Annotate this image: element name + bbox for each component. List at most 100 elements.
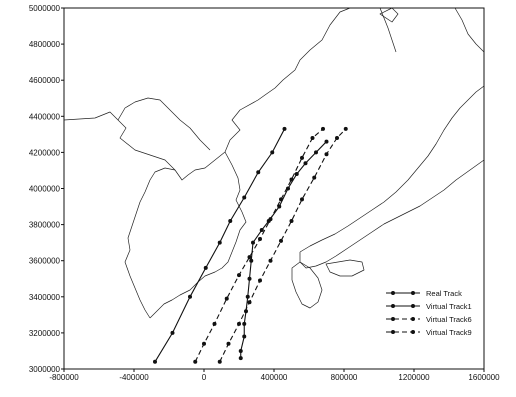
y-tick-label: 5000000 (29, 4, 61, 13)
virtual-track6-point (202, 341, 206, 346)
map-coastlines (63, 7, 485, 319)
plot-frame (63, 7, 485, 370)
virtual-track9-point (258, 278, 262, 283)
coast-peninsula (149, 151, 247, 319)
y-tick-label: 3800000 (29, 221, 61, 230)
virtual-track6-point (258, 237, 262, 242)
coast-hokkaido (454, 7, 485, 53)
virtual-track1-point (188, 294, 192, 299)
x-tick-label: -800000 (49, 373, 79, 382)
y-tick-label: 3400000 (29, 293, 61, 302)
virtual-track9-point (343, 126, 348, 131)
virtual-track9-point (247, 300, 252, 305)
coast-honshu-south (299, 159, 485, 269)
legend-virtual-track6-label: Virtual Track6 (426, 315, 472, 324)
virtual-track1-point (153, 359, 157, 364)
virtual-track6-point (321, 126, 325, 131)
coast-shikoku (325, 259, 365, 277)
virtual-track6-point (212, 321, 217, 326)
legend-real-track-marker (391, 291, 395, 295)
virtual-track1-line (154, 128, 285, 363)
y-tick-label: 3200000 (29, 329, 61, 338)
virtual-track9-point (217, 359, 222, 364)
legend-virtual-track9-marker (411, 330, 415, 334)
legend-real-track-marker (411, 291, 415, 295)
virtual-track9-point (237, 321, 241, 326)
virtual-track6-point (310, 135, 315, 140)
virtual-track9-point (226, 341, 231, 346)
virtual-track6-point (237, 273, 241, 278)
real-track-point (294, 172, 299, 177)
legend-virtual-track6-marker (411, 317, 415, 321)
virtual-track9-point (335, 135, 339, 140)
y-tick-label: 4600000 (29, 76, 61, 85)
virtual-track1-point (256, 170, 261, 175)
virtual-track6-point (268, 217, 273, 222)
virtual-track1-point (270, 150, 275, 155)
real-track-point (286, 186, 290, 191)
x-tick-label: 0 (202, 373, 207, 382)
legend-virtual-track1-label: Virtual Track1 (426, 302, 472, 311)
y-tick-label: 3000000 (29, 365, 61, 374)
axis-ticks: -800000 -400000 0 400000 800000 1200000 160000… (29, 4, 500, 382)
real-track-point (238, 348, 243, 353)
virtual-track6-point (193, 359, 198, 364)
virtual-track1-point (282, 126, 287, 131)
virtual-track1-point (242, 195, 247, 200)
coast-mainland (63, 7, 351, 181)
virtual-track1-point (170, 330, 175, 335)
virtual-track9-point (268, 258, 273, 263)
real-track-line (240, 141, 327, 359)
x-tick-label: -400000 (119, 373, 149, 382)
real-track-point (247, 276, 252, 281)
tracks (153, 126, 348, 364)
legend-virtual-track9-marker (391, 330, 395, 334)
real-track-point (245, 294, 250, 299)
y-tick-label: 4400000 (29, 112, 61, 121)
real-track-point (303, 161, 308, 166)
x-tick-label: 1600000 (468, 373, 500, 382)
legend-virtual-track1-marker (391, 304, 395, 308)
y-tick-label: 4800000 (29, 40, 61, 49)
virtual-track6-point (279, 197, 283, 202)
real-track-point (242, 321, 247, 326)
virtual-track6-point (289, 177, 294, 182)
plot-area-border (63, 7, 485, 370)
x-tick-label: 800000 (331, 373, 358, 382)
virtual-track1-point (217, 240, 222, 245)
x-tick-label: 400000 (261, 373, 288, 382)
virtual-track9-point (312, 175, 317, 180)
virtual-track6-point (300, 155, 304, 160)
coast-honshu (299, 85, 485, 253)
virtual-track6-point (224, 296, 229, 301)
real-track-point (249, 258, 254, 263)
real-track-point (238, 356, 243, 361)
legend-virtual-track1-marker (411, 304, 415, 308)
legend-virtual-track9-label: Virtual Track9 (426, 328, 472, 337)
y-tick-label: 4200000 (29, 148, 61, 157)
real-track-point (324, 139, 329, 144)
y-tick-label: 4000000 (29, 185, 61, 194)
virtual-track9-point (289, 218, 294, 223)
coast-peninsula-south (124, 167, 176, 319)
legend-virtual-track6-marker (391, 317, 395, 321)
coast-island-small (379, 7, 399, 23)
coast-sakhalin (379, 7, 397, 53)
coast-bohai (117, 97, 211, 151)
virtual-track9-line (219, 128, 347, 363)
virtual-track1-point (228, 218, 233, 223)
y-tick-label: 3600000 (29, 257, 61, 266)
virtual-track9-point (324, 152, 329, 157)
real-track-point (259, 228, 264, 233)
virtual-track9-point (300, 197, 304, 202)
real-track-point (314, 150, 318, 155)
virtual-track1-point (203, 265, 208, 270)
real-track-point (242, 334, 247, 339)
virtual-track6-point (247, 255, 252, 260)
real-track-point (251, 240, 255, 245)
coast-kyushu (291, 261, 323, 309)
x-tick-label: 1200000 (398, 373, 430, 382)
virtual-track9-point (279, 238, 283, 243)
